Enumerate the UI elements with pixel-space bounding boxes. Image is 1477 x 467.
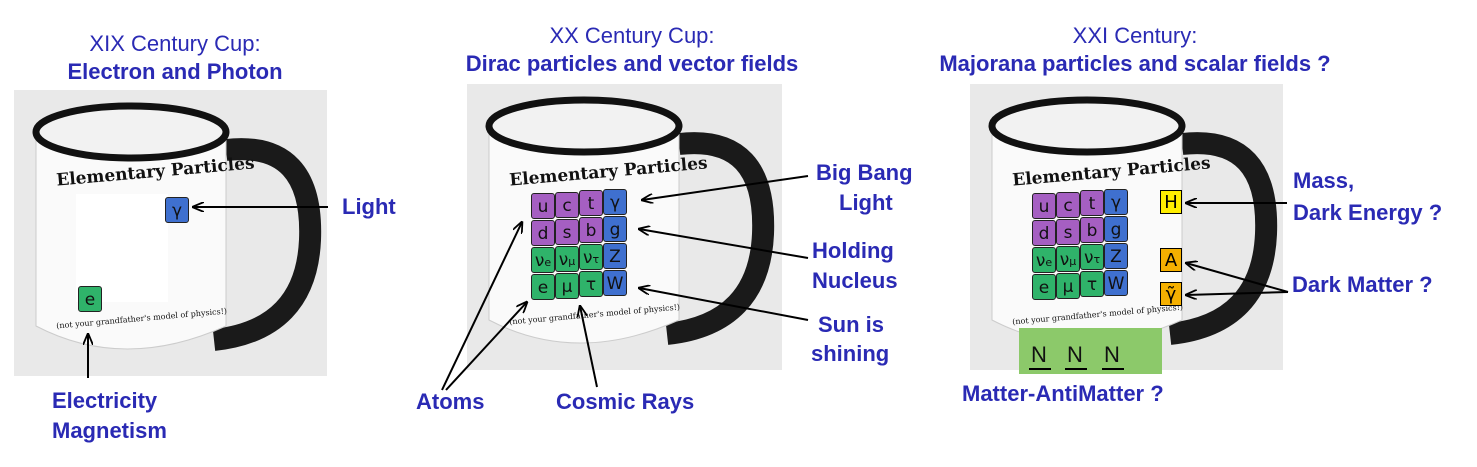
mug1-tile-electron: e [78, 286, 102, 312]
photino-box: γ̃ [1160, 282, 1182, 306]
mug3-tile-5: s [1056, 218, 1080, 245]
panel1-title: XIX Century Cup: Electron and Photon [40, 30, 310, 86]
n-underline-2 [1065, 368, 1087, 370]
axion-box: A [1160, 248, 1182, 272]
panel3-title-line1: XXI Century: [1072, 23, 1198, 48]
mug2-tile-6: b [579, 217, 603, 243]
panel2-title-line1: XX Century Cup: [549, 23, 715, 48]
mug3-tile-15: W [1104, 269, 1128, 296]
mug2-tile-12: e [531, 274, 555, 300]
label-sun-1: Sun is [818, 312, 885, 337]
mug2-tile-13: μ [555, 272, 579, 299]
mug3-tile-12: e [1032, 274, 1056, 300]
higgs-box: H [1160, 190, 1182, 214]
label-matter-antimatter: Matter-AntiMatter ? [962, 381, 1164, 406]
arrow-sun [639, 288, 809, 321]
label-big-bang-2: Light [839, 190, 893, 215]
mug3-tile-8: νe [1032, 247, 1056, 273]
arrow-dark-matter-2 [1186, 292, 1289, 295]
mug2-tile-7: g [603, 215, 627, 242]
mug2-tile-10: ντ [579, 244, 603, 270]
mug3-tile-14: τ [1080, 271, 1104, 297]
label-holding-1: Holding [812, 238, 894, 263]
panel1-title-line2: Electron and Photon [67, 59, 283, 84]
mug3-tile-10: ντ [1080, 244, 1104, 270]
arrow-cosmic [580, 306, 598, 388]
n-letter-2: N [1067, 342, 1083, 367]
n-letter-1: N [1031, 342, 1047, 367]
mug3-tile-4: d [1032, 220, 1056, 246]
mug3-tile-1: c [1056, 191, 1080, 218]
mug2-tile-8: νe [531, 247, 555, 273]
label-sun-2: shining [811, 341, 890, 366]
mug2-tile-15: W [603, 269, 627, 296]
panel2-title-line2: Dirac particles and vector fields [465, 51, 799, 76]
panel1-title-line1: XIX Century Cup: [89, 31, 261, 56]
mug3-tile-3: γ [1104, 188, 1128, 215]
mug1-blank-patch [76, 194, 168, 302]
mug2-tile-2: t [579, 190, 603, 216]
label-light: Light [342, 194, 396, 219]
label-magnetism: Magnetism [52, 418, 167, 443]
arrow-atoms-1 [441, 222, 522, 391]
mug2-tile-11: Z [603, 242, 627, 269]
mug2-tile-3: γ [603, 188, 627, 215]
label-atoms: Atoms [416, 389, 485, 414]
label-dark-energy: Dark Energy ? [1293, 200, 1443, 225]
panel2-title: XX Century Cup: Dirac particles and vect… [432, 22, 832, 78]
label-big-bang-1: Big Bang [816, 160, 913, 185]
label-mass: Mass, [1293, 168, 1355, 193]
mug2-tile-14: τ [579, 271, 603, 297]
mug3-tile-6: b [1080, 217, 1104, 243]
arrow-big-bang [642, 175, 809, 200]
panel3-title-line2: Majorana particles and scalar fields ? [939, 51, 1331, 76]
label-dark-matter: Dark Matter ? [1292, 272, 1433, 297]
arrow-atoms-2 [445, 302, 527, 391]
mug3-tile-13: μ [1056, 272, 1080, 299]
mug2-tile-4: d [531, 220, 555, 246]
n-underline-3 [1102, 368, 1124, 370]
label-holding-2: Nucleus [812, 268, 898, 293]
mug3-tile-11: Z [1104, 242, 1128, 269]
arrow-holding [639, 229, 809, 259]
mug1-tile-photon: γ [165, 197, 189, 223]
n-underline-1 [1029, 368, 1051, 370]
arrow-dark-matter-1 [1186, 263, 1289, 293]
label-cosmic-rays: Cosmic Rays [556, 389, 695, 414]
mug3-tile-2: t [1080, 190, 1104, 216]
panel3-title: XXI Century: Majorana particles and scal… [900, 22, 1370, 78]
mug3-tile-0: u [1032, 193, 1056, 219]
n-letter-3: N [1104, 342, 1120, 367]
mug2-tile-9: νμ [555, 245, 579, 272]
mug3-tile-9: νμ [1056, 245, 1080, 272]
mug2-tile-0: u [531, 193, 555, 219]
mug2-tile-1: c [555, 191, 579, 218]
mug1-photo: Elementary Particles γ e (not your grand… [14, 90, 327, 376]
mug2-tile-5: s [555, 218, 579, 245]
label-electricity: Electricity [52, 388, 158, 413]
mug3-tile-7: g [1104, 215, 1128, 242]
majorana-n-box: N N N [1019, 328, 1162, 374]
